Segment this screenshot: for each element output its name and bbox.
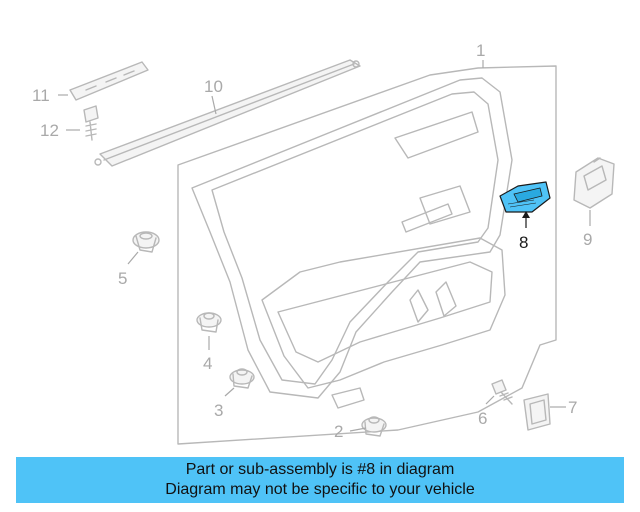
retainer-clip-2	[361, 416, 387, 437]
caption-line-2: Diagram may not be specific to your vehi…	[165, 481, 475, 498]
trim-strip	[94, 59, 361, 167]
retainer-clip-3	[229, 368, 255, 389]
callout-7: 7	[568, 398, 577, 417]
callout-3: 3	[214, 401, 223, 420]
callout-12: 12	[40, 121, 59, 140]
switch-bezel-highlighted	[499, 181, 551, 213]
callout-8: 8	[519, 233, 528, 252]
window-switch	[573, 157, 615, 209]
callout-9: 9	[583, 230, 592, 249]
callout-2: 2	[334, 422, 343, 441]
leader-2	[349, 427, 367, 432]
cover-cap	[523, 393, 551, 431]
leader-10	[211, 95, 217, 115]
leader-3	[224, 387, 235, 397]
caption-line-1: Part or sub-assembly is #8 in diagram	[185, 461, 455, 478]
leader-8-arrowhead	[522, 211, 530, 218]
callout-6: 6	[478, 409, 487, 428]
push-clip	[132, 231, 160, 253]
callout-1: 1	[476, 41, 485, 60]
leader-5	[127, 251, 139, 265]
screw	[83, 105, 99, 141]
leader-6	[485, 395, 495, 405]
callout-10: 10	[204, 77, 223, 96]
retainer-clip-4	[196, 312, 222, 333]
door-trim-panel	[177, 65, 557, 445]
callout-4: 4	[203, 354, 212, 373]
callout-11: 11	[32, 86, 50, 105]
trim-screw	[491, 379, 513, 405]
caption-banner: Part or sub-assembly is #8 in diagram Di…	[16, 457, 624, 503]
handle-bracket	[69, 61, 149, 101]
callout-5: 5	[118, 269, 127, 288]
